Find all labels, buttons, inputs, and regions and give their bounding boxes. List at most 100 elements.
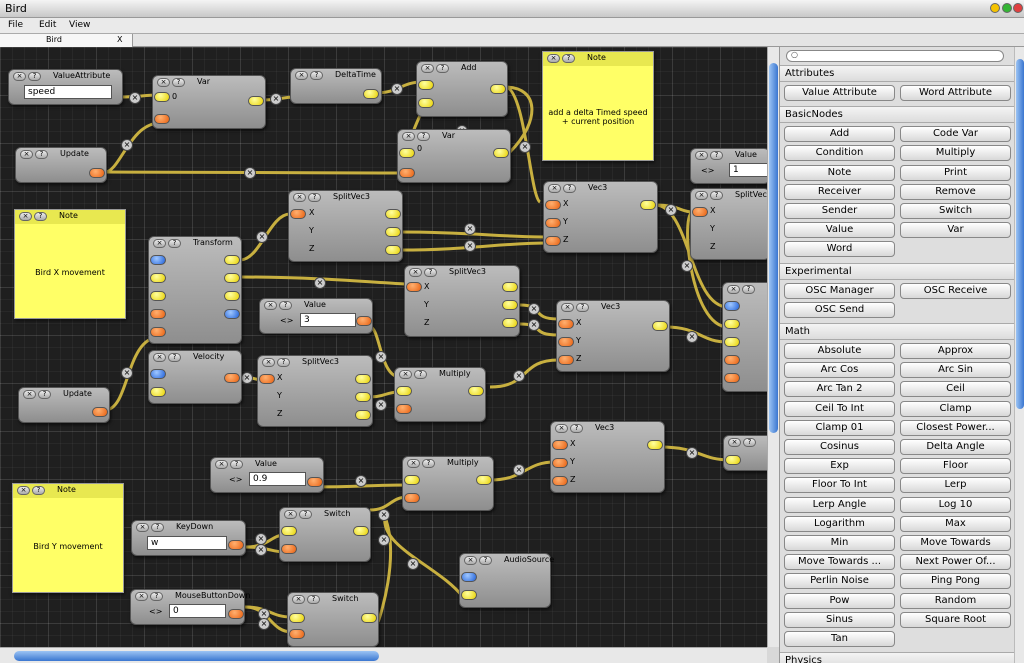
palette-item-random[interactable]: Random (900, 592, 1011, 609)
help-icon[interactable]: ? (151, 523, 164, 532)
wire-x-icon[interactable]: × (519, 141, 531, 153)
note-node[interactable]: ×?Note Bird X movement (14, 209, 126, 319)
output-port[interactable] (385, 245, 401, 255)
wire-x-icon[interactable]: × (528, 319, 540, 331)
input-port[interactable] (281, 544, 297, 554)
category-header[interactable]: Experimental (780, 262, 1014, 280)
note-node[interactable]: ×?Note add a delta Timed speed + current… (542, 51, 654, 161)
close-icon[interactable]: × (20, 150, 33, 159)
help-icon[interactable]: ? (479, 556, 492, 565)
palette-item-exp[interactable]: Exp (784, 458, 895, 475)
node-transform-partial[interactable]: ×?T (722, 282, 767, 392)
palette-item-logarithm[interactable]: Logarithm (784, 515, 895, 532)
close-icon[interactable]: × (153, 239, 166, 248)
palette-item-print[interactable]: Print (900, 164, 1011, 181)
palette-item-var[interactable]: Var (900, 222, 1011, 239)
help-icon[interactable]: ? (570, 424, 583, 433)
help-icon[interactable]: ? (310, 71, 323, 80)
wire-x-icon[interactable]: × (355, 475, 367, 487)
close-icon[interactable]: × (295, 71, 308, 80)
output-port[interactable] (355, 410, 371, 420)
palette-item-value-attribute[interactable]: Value Attribute (784, 85, 895, 101)
horizontal-scroll-thumb[interactable] (14, 651, 379, 661)
horizontal-scrollbar[interactable] (0, 647, 767, 663)
wire-x-icon[interactable]: × (129, 92, 141, 104)
close-icon[interactable]: × (262, 358, 275, 367)
search-input[interactable]: ○ (786, 50, 1004, 62)
close-icon[interactable]: × (407, 459, 420, 468)
input-port[interactable] (724, 337, 740, 347)
palette-item-arc-sin[interactable]: Arc Sin (900, 362, 1011, 379)
wire-x-icon[interactable]: × (375, 399, 387, 411)
input-port[interactable] (150, 291, 166, 301)
input-port[interactable] (150, 327, 166, 337)
output-port[interactable] (224, 273, 240, 283)
output-port[interactable] (355, 392, 371, 402)
close-icon[interactable]: × (23, 390, 36, 399)
help-icon[interactable]: ? (710, 191, 723, 200)
close-icon[interactable]: × (555, 424, 568, 433)
palette-item-sinus[interactable]: Sinus (784, 611, 895, 628)
output-port[interactable] (502, 300, 518, 310)
node-splitvec3[interactable]: ×?SplitVec3 X Y Z (257, 355, 373, 427)
wire-x-icon[interactable]: × (391, 83, 403, 95)
help-icon[interactable]: ? (279, 301, 292, 310)
palette-item-switch[interactable]: Switch (900, 203, 1011, 219)
palette-item-cosinus[interactable]: Cosinus (784, 439, 895, 455)
input-port[interactable] (418, 80, 434, 90)
wire-x-icon[interactable]: × (375, 351, 387, 363)
wire-x-icon[interactable]: × (686, 447, 698, 459)
palette-item-condition[interactable]: Condition (784, 145, 895, 162)
input-port[interactable] (150, 387, 166, 397)
input-port[interactable] (150, 309, 166, 319)
output-port[interactable] (224, 255, 240, 265)
palette-item-delta-angle[interactable]: Delta Angle (900, 439, 1011, 455)
palette-item-add[interactable]: Add (784, 126, 895, 143)
menu-file[interactable]: File (8, 20, 24, 30)
node-update[interactable]: ×?Update (18, 387, 110, 423)
close-icon[interactable]: × (292, 595, 305, 604)
palette-item-tan[interactable]: Tan (784, 631, 895, 647)
help-icon[interactable]: ? (150, 592, 163, 601)
node-multiply[interactable]: ×?Multiply (402, 456, 494, 511)
input-port[interactable] (404, 475, 420, 485)
input-port[interactable] (150, 273, 166, 283)
help-icon[interactable]: ? (34, 212, 47, 221)
wire-x-icon[interactable]: × (686, 331, 698, 343)
wire-x-icon[interactable]: × (464, 223, 476, 235)
category-header[interactable]: BasicNodes (780, 106, 1014, 124)
output-port[interactable] (89, 168, 105, 178)
input-port[interactable] (150, 255, 166, 265)
palette-item-approx[interactable]: Approx (900, 343, 1011, 359)
input-port[interactable] (545, 236, 561, 246)
key-field[interactable]: w (147, 536, 227, 550)
wire-x-icon[interactable]: × (255, 544, 267, 556)
node-splitvec3[interactable]: ×?SplitVec3 X Y Z (288, 190, 403, 262)
close-icon[interactable]: × (728, 438, 741, 447)
close-icon[interactable]: × (135, 592, 148, 601)
wire-x-icon[interactable]: × (241, 372, 253, 384)
input-port[interactable] (461, 590, 477, 600)
output-port[interactable] (385, 209, 401, 219)
palette-item-clamp-01[interactable]: Clamp 01 (784, 419, 895, 436)
output-port[interactable] (385, 227, 401, 237)
palette-scrollbar[interactable] (1014, 47, 1024, 663)
wire-x-icon[interactable]: × (665, 204, 677, 216)
input-port[interactable] (259, 374, 275, 384)
close-icon[interactable]: × (157, 78, 170, 87)
node-splitvec3[interactable]: ×?SplitVec3 X Y Z (404, 265, 520, 337)
menu-view[interactable]: View (69, 20, 91, 30)
palette-item-ping-pong[interactable]: Ping Pong (900, 573, 1011, 590)
close-icon[interactable]: × (464, 556, 477, 565)
vertical-scroll-thumb[interactable] (769, 63, 778, 433)
input-port[interactable] (552, 458, 568, 468)
wire-x-icon[interactable]: × (513, 464, 525, 476)
value-field[interactable]: speed (24, 85, 112, 99)
node-mousebuttondown[interactable]: ×?MouseButtonDown <> 0 (130, 589, 250, 625)
close-icon[interactable]: × (409, 268, 422, 277)
tab-bird[interactable]: Bird X (0, 34, 133, 47)
palette-item-arc-cos[interactable]: Arc Cos (784, 362, 895, 379)
help-icon[interactable]: ? (743, 438, 756, 447)
palette-item-clamp[interactable]: Clamp (900, 400, 1011, 417)
value-stepper[interactable]: <> (229, 475, 243, 484)
